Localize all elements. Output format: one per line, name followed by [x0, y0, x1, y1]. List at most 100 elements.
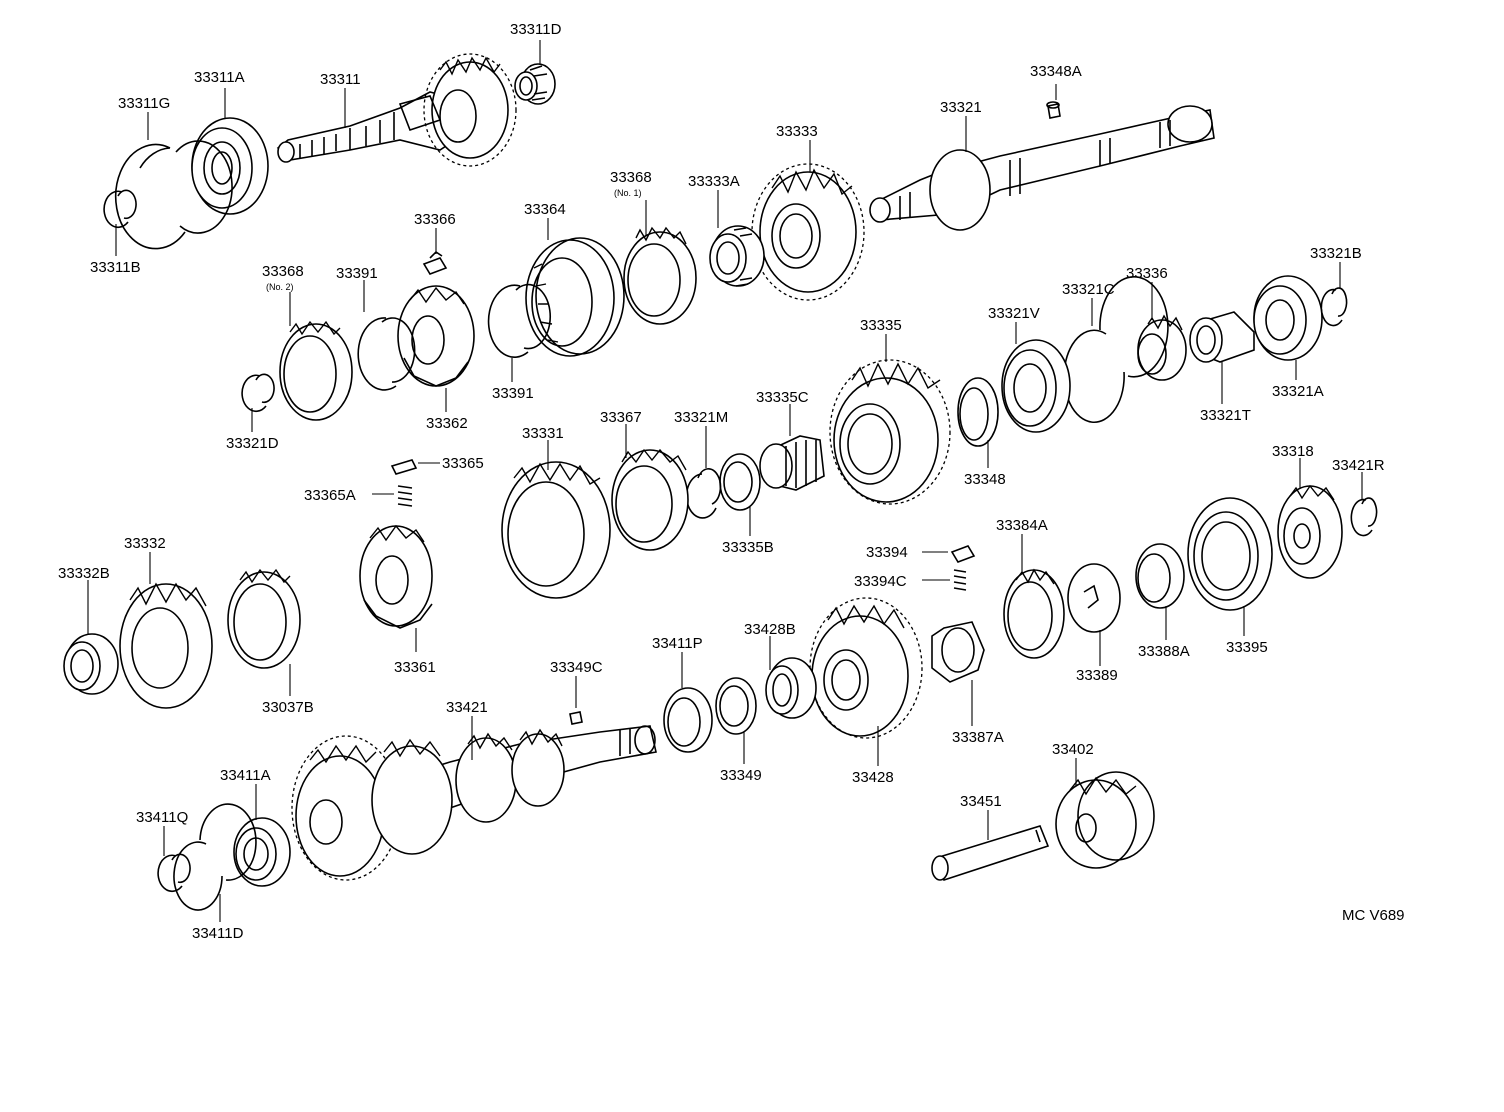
part-33318-gear[interactable]	[1277, 484, 1343, 579]
label-33384A: 33384A	[996, 517, 1048, 534]
label-33335: 33335	[860, 317, 902, 334]
part-33311A-ball-bearing[interactable]	[191, 117, 269, 215]
label-33336: 33336	[1126, 265, 1168, 282]
label-33411Q: 33411Q	[136, 809, 188, 826]
part-33321D-clip[interactable]	[241, 373, 275, 413]
part-33311D-needle-bearing[interactable]	[514, 63, 556, 105]
label-33333: 33333	[776, 123, 818, 140]
part-33361-clutch-hub[interactable]	[359, 524, 433, 629]
part-33366-shifting-key[interactable]	[422, 250, 448, 275]
part-33394-shifting-key[interactable]	[950, 545, 976, 563]
label-33321A: 33321A	[1272, 383, 1324, 400]
part-33421-countershaft[interactable]	[291, 725, 657, 881]
part-33321-output-shaft[interactable]	[869, 105, 1215, 231]
label-33364: 33364	[524, 201, 566, 218]
label-33321V: 33321V	[988, 305, 1040, 322]
label-33368-no2: 33368	[262, 263, 304, 280]
label-33321C: 33321C	[1062, 281, 1115, 298]
part-33391-ring-lower[interactable]	[357, 317, 416, 391]
label-33368-no2-sub: (No. 2)	[266, 282, 294, 292]
part-33331-gear[interactable]	[501, 461, 611, 599]
label-33391-upper: 33391	[336, 265, 378, 282]
label-33428: 33428	[852, 769, 894, 786]
part-33336-gear[interactable]	[1137, 314, 1187, 381]
label-33311: 33311	[320, 71, 361, 88]
part-33321V-ball-bearing[interactable]	[1001, 339, 1071, 433]
part-33332B-needle-bearing[interactable]	[63, 633, 119, 695]
part-33451-idler-shaft[interactable]	[931, 825, 1050, 882]
part-33402-reverse-idler-gear[interactable]	[1055, 771, 1155, 869]
label-33368-no1-sub: (No. 1)	[614, 188, 642, 198]
part-33335C-needle-bearing[interactable]	[759, 435, 825, 491]
part-33037B-synchronizer-ring[interactable]	[227, 568, 301, 669]
part-33311G-snap-ring[interactable]	[114, 140, 233, 250]
label-33362: 33362	[426, 415, 468, 432]
part-33321A-ball-bearing[interactable]	[1253, 275, 1323, 361]
part-33311B-clip[interactable]	[103, 189, 137, 229]
part-33321B-clip[interactable]	[1320, 287, 1348, 327]
label-33321M: 33321M	[674, 409, 728, 426]
part-33321C-snap-ring[interactable]	[1063, 275, 1169, 424]
label-33321B: 33321B	[1310, 245, 1362, 262]
label-33335B: 33335B	[722, 539, 774, 556]
part-33365A-spring[interactable]	[397, 485, 413, 507]
part-33365-shifting-key[interactable]	[390, 459, 418, 475]
part-33389-insert[interactable]	[1067, 563, 1121, 633]
part-33411Q-clip[interactable]	[157, 853, 191, 893]
part-33349-thrust-washer[interactable]	[715, 677, 757, 735]
label-33394C: 33394C	[854, 573, 907, 590]
label-33391-lower: 33391	[492, 385, 534, 402]
part-33411P-bearing-race[interactable]	[663, 687, 713, 753]
part-33421R-clip[interactable]	[1350, 497, 1378, 537]
label-33451: 33451	[960, 793, 1002, 810]
label-33361: 33361	[394, 659, 436, 676]
label-33331: 33331	[522, 425, 564, 442]
part-33321T-spacer[interactable]	[1189, 311, 1255, 363]
part-33368-no2-synchronizer-ring[interactable]	[279, 320, 353, 421]
label-33321: 33321	[940, 99, 982, 116]
part-33349C-key[interactable]	[569, 711, 583, 725]
part-33311-input-shaft[interactable]	[276, 53, 517, 167]
part-33332-gear[interactable]	[119, 582, 213, 709]
part-33348A-key[interactable]	[1046, 101, 1061, 119]
part-33411A-bearing[interactable]	[233, 817, 291, 887]
part-33428B-needle-bearing[interactable]	[765, 657, 817, 719]
part-33362-clutch-hub[interactable]	[397, 285, 475, 387]
label-33395: 33395	[1226, 639, 1268, 656]
label-33411A: 33411A	[220, 767, 271, 784]
part-33333-gear[interactable]	[751, 163, 865, 301]
label-33348: 33348	[964, 471, 1006, 488]
label-33321T: 33321T	[1200, 407, 1251, 424]
part-33333A-needle-bearing[interactable]	[709, 225, 765, 287]
label-33421: 33421	[446, 699, 488, 716]
label-33387A: 33387A	[952, 729, 1004, 746]
part-33368-no1-synchronizer-ring[interactable]	[623, 226, 697, 325]
label-33321D: 33321D	[226, 435, 279, 452]
part-33391-ring-upper[interactable]	[487, 283, 552, 358]
label-33333A: 33333A	[688, 173, 740, 190]
label-33394: 33394	[866, 544, 908, 561]
label-33311G: 33311G	[118, 95, 170, 112]
part-33335-gear[interactable]	[829, 359, 951, 505]
part-33367-sleeve[interactable]	[611, 448, 689, 551]
label-33335C: 33335C	[756, 389, 809, 406]
part-33411D-snap-ring[interactable]	[173, 803, 257, 911]
label-33318: 33318	[1272, 443, 1314, 460]
label-33037B: 33037B	[262, 699, 314, 716]
label-33311B: 33311B	[90, 259, 141, 276]
label-33368-no1: 33368	[610, 169, 652, 186]
label-33388A: 33388A	[1138, 643, 1190, 660]
label-33389: 33389	[1076, 667, 1118, 684]
part-33364-hub-sleeve[interactable]	[525, 237, 625, 357]
part-33335B-thrust-washer[interactable]	[719, 453, 761, 511]
part-33387A-ring[interactable]	[931, 621, 985, 683]
part-33394C-spring[interactable]	[953, 569, 967, 591]
part-33321M-clip[interactable]	[685, 468, 722, 519]
part-33395-synchronizer-cone[interactable]	[1187, 497, 1273, 611]
part-33388A-ring[interactable]	[1135, 543, 1185, 609]
part-33428-gear[interactable]	[809, 597, 923, 739]
part-33384A-synchronizer-ring[interactable]	[1003, 568, 1065, 659]
label-33348A: 33348A	[1030, 63, 1082, 80]
part-33348-thrust-ring[interactable]	[957, 377, 999, 447]
